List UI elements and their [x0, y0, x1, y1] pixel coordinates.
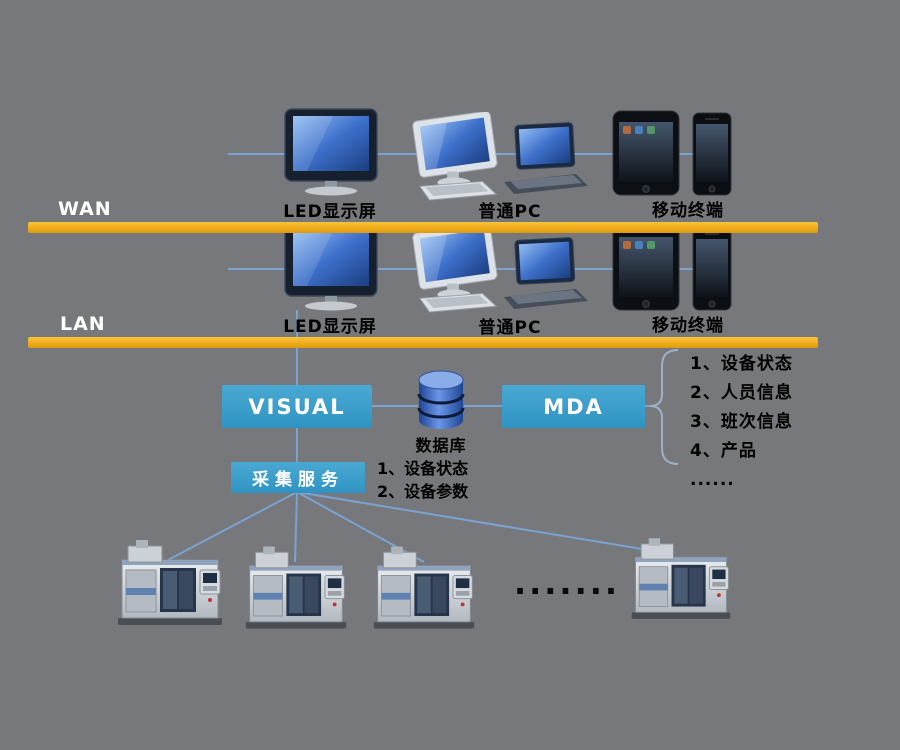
smartphone-icon [692, 112, 732, 200]
mda-output-item: 4、产品 [690, 441, 757, 461]
mda-output-item: ...... [690, 470, 735, 490]
wan-zone-label: WAN [58, 198, 112, 220]
mda-output-item: 2、人员信息 [690, 383, 793, 403]
smartphone-icon [692, 227, 732, 315]
led-display-label-lan: LED显示屏 [283, 317, 377, 337]
visual-system-box: VISUAL [222, 385, 372, 428]
cnc-machine-icon [368, 546, 480, 636]
collector-service-box: 采集服务 [231, 462, 365, 493]
laptop-icon [500, 122, 588, 198]
wan-network-bar [28, 222, 818, 233]
brace-icon [649, 349, 679, 465]
led-display-icon [283, 223, 379, 317]
lan-network-bar [28, 337, 818, 348]
database-label: 数据库 [415, 436, 467, 455]
cnc-machine-icon [112, 540, 228, 632]
collector-service-label: 采集服务 [252, 470, 344, 490]
led-display-label-wan: LED显示屏 [283, 202, 377, 222]
database-note-item: 1、设备状态 [377, 459, 469, 478]
mda-output-item: 1、设备状态 [690, 354, 793, 374]
mda-system-box: MDA [502, 385, 645, 428]
visual-system-label: VISUAL [248, 394, 346, 419]
lan-zone-label: LAN [60, 313, 106, 335]
mobile-label-lan: 移动终端 [652, 316, 724, 336]
database-notes: 1、设备状态 2、设备参数 [377, 457, 468, 503]
mobile-label-wan: 移动终端 [652, 201, 724, 221]
mda-output-list: 1、设备状态 2、人员信息 3、班次信息 4、产品 ...... [690, 350, 793, 495]
pc-label-lan: 普通PC [478, 318, 542, 338]
database-note-item: 2、设备参数 [377, 482, 469, 501]
tablet-icon [612, 110, 680, 200]
cnc-machine-icon [240, 546, 352, 636]
laptop-icon [500, 237, 588, 313]
mda-system-label: MDA [543, 394, 604, 419]
database-icon [415, 368, 467, 436]
mda-output-item: 3、班次信息 [690, 412, 793, 432]
pc-label-wan: 普通PC [478, 202, 542, 222]
led-display-icon [283, 108, 379, 202]
tablet-icon [612, 225, 680, 315]
desktop-pc-icon [405, 110, 505, 206]
machine-ellipsis: ······· [513, 572, 621, 610]
desktop-pc-icon [405, 222, 505, 318]
cnc-machine-icon [626, 538, 736, 626]
